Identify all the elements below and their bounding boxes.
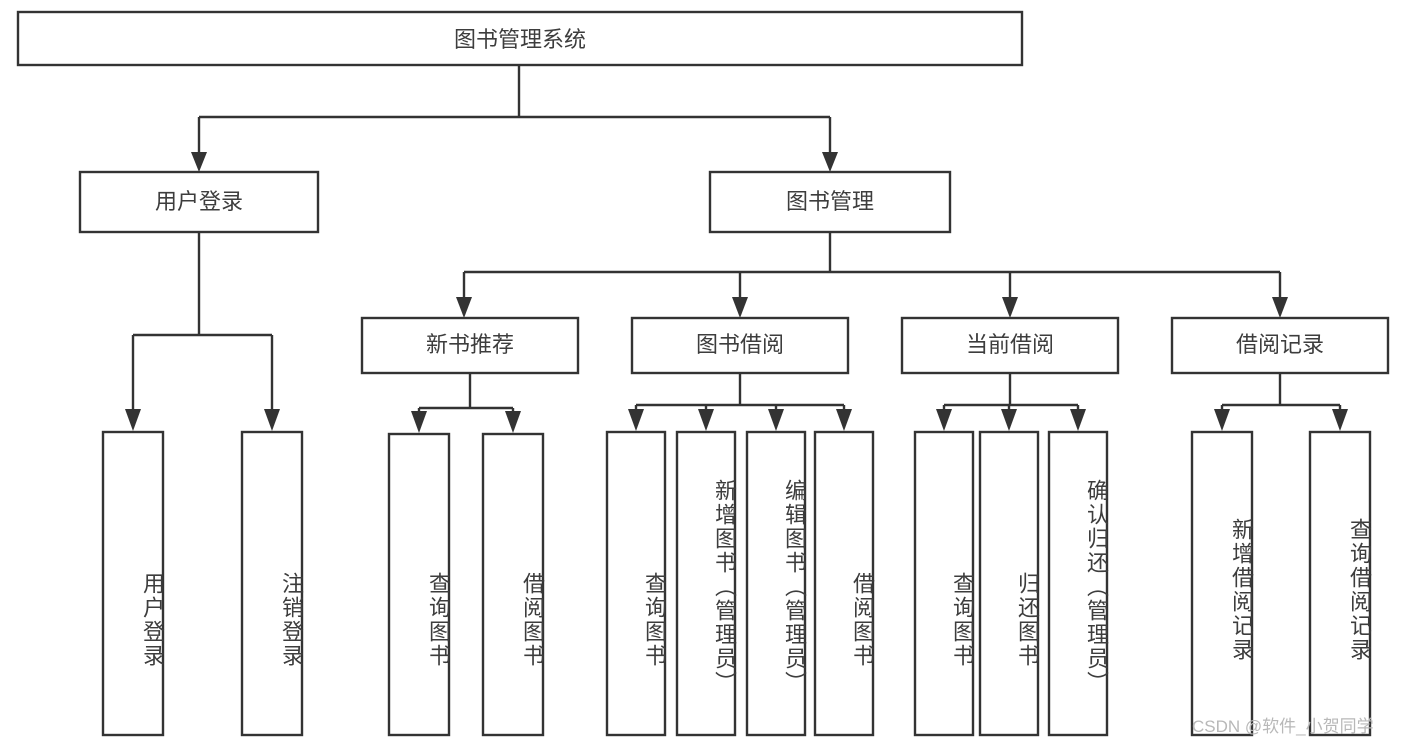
leaf-box-borrow-add[interactable] [675,430,737,737]
leaf-box-current-query[interactable] [913,430,975,737]
arrow-head-leaf-user-login-2 [264,409,280,431]
arrow-head-leaf-records-1 [1214,409,1230,431]
arrow-head-user-login [191,152,207,172]
arrow-head-leaf-user-login-1 [125,409,141,431]
arrow-head-leaf-borrow-1 [628,409,644,431]
arrow-head-leaf-current-3 [1070,409,1086,431]
leaf-box-user-login-login[interactable] [101,430,165,737]
node-label-new-book-recommend: 新书推荐 [426,332,514,357]
arrow-head-leaf-new-book-1 [411,411,427,433]
node-box-current-borrow[interactable] [900,316,1120,375]
leaf-box-current-confirm[interactable] [1047,430,1109,737]
arrow-head-leaf-borrow-2 [698,409,714,431]
arrow-head-leaf-new-book-2 [505,411,521,433]
arrow-head-leaf-borrow-3 [768,409,784,431]
leaf-box-records-query[interactable] [1308,430,1372,737]
leaf-box-borrow-query[interactable] [605,430,667,737]
node-label-root: 图书管理系统 [454,27,586,52]
node-label-current-borrow: 当前借阅 [966,332,1054,357]
arrow-head-book-borrow [732,297,748,318]
arrow-head-current-borrow [1002,297,1018,318]
node-box-borrow-records[interactable] [1170,316,1390,375]
leaf-box-borrow-lend[interactable] [813,430,875,737]
node-box-new-book-recommend[interactable] [360,316,580,375]
arrow-head-book-mgmt [822,152,838,172]
node-box-book-borrow[interactable] [630,316,850,375]
leaf-box-current-return[interactable] [978,430,1040,737]
node-label-book-borrow: 图书借阅 [696,332,784,357]
leaf-box-records-add[interactable] [1190,430,1254,737]
csdn-watermark: CSDN @软件_小贺同学 [1192,717,1374,736]
node-box-root[interactable] [16,10,1024,67]
leaf-box-newbook-borrow[interactable] [481,432,545,737]
leaf-box-borrow-edit[interactable] [745,430,807,737]
arrow-head-leaf-borrow-4 [836,409,852,431]
node-box-book-management[interactable] [708,170,952,234]
leaf-box-user-login-logout[interactable] [240,430,304,737]
node-label-book-management: 图书管理 [786,189,874,214]
arrow-head-borrow-records [1272,297,1288,318]
node-label-borrow-records: 借阅记录 [1236,332,1324,357]
arrow-head-leaf-current-2 [1001,409,1017,431]
arrow-head-new-book [456,297,472,318]
node-box-user-login[interactable] [78,170,320,234]
arrow-head-leaf-records-2 [1332,409,1348,431]
arrow-head-leaf-current-1 [936,409,952,431]
leaf-box-newbook-query[interactable] [387,432,451,737]
node-label-user-login: 用户登录 [155,189,243,214]
